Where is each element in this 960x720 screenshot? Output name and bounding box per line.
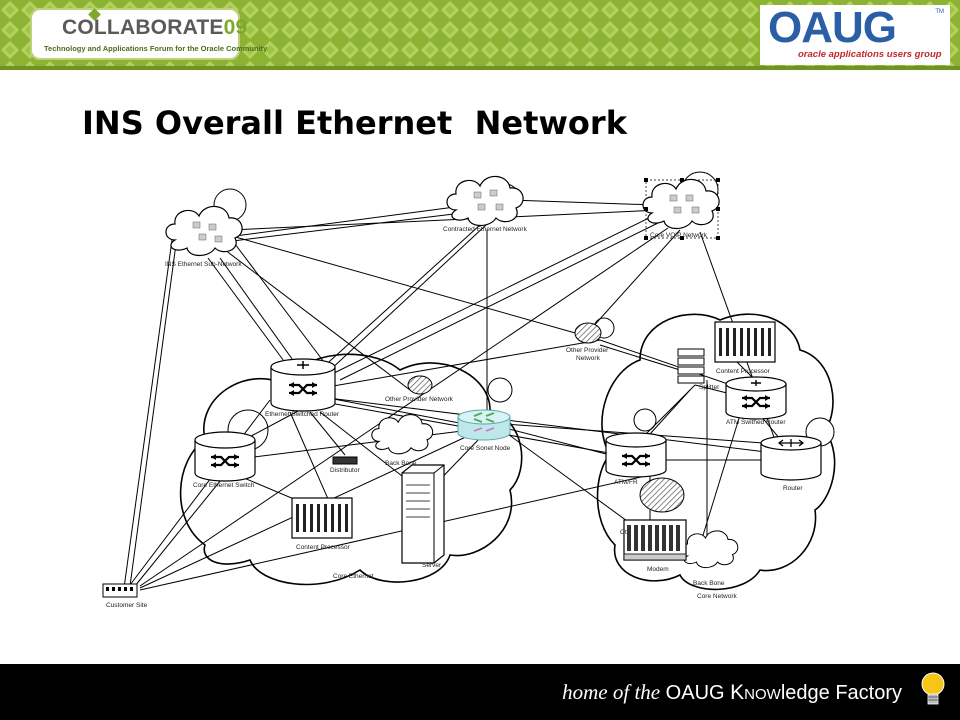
contracted-network-cloud [446, 175, 524, 227]
customer-site-device[interactable] [102, 583, 138, 598]
oaug-logo-tagline: oracle applications users group [798, 49, 942, 60]
atm-fr-switch[interactable] [605, 432, 667, 478]
core-sonet-node-label: Core Sonet Node [460, 445, 511, 452]
splitter-device[interactable] [677, 348, 705, 384]
ethernet-switched-router-label: Ethernet Switched Router [265, 411, 340, 418]
atm-switched-router[interactable] [725, 376, 787, 420]
core-network-label: Core Network [697, 593, 737, 600]
server-label: Server [422, 562, 442, 569]
footer-tagline: home of the OAUG KNOWledge Factory [562, 680, 902, 704]
content-processor-left[interactable] [291, 497, 353, 539]
splitter-label: Splitter [699, 384, 720, 391]
core-ethernet-switch[interactable] [194, 431, 256, 482]
distributor-label: Distributor [330, 467, 360, 474]
oaug-logo: OAUG TM oracle applications users group [760, 3, 950, 65]
collaborate09-logo: COLLABORATE09 Technology and Application… [30, 8, 267, 60]
core-sonet-node[interactable] [457, 409, 511, 441]
distributor-device[interactable] [332, 456, 358, 465]
slide-title: INS Overall Ethernet Network [82, 104, 627, 142]
router-label: Router [783, 485, 803, 492]
contracted-network-label: Contracted Ethernet Network [443, 226, 528, 233]
oaug-logo-name: OAUG [768, 3, 897, 52]
core-ethernet-label: Core Ethernet [333, 573, 374, 580]
slide-header: COLLABORATE09 Technology and Application… [0, 0, 960, 70]
ins-sub-network-cloud [165, 205, 243, 257]
logo-tagline: Technology and Applications Forum for th… [44, 44, 268, 53]
modem-device[interactable] [623, 519, 687, 561]
atm-switched-router-label: ATM Swithed Router [726, 419, 786, 426]
atm-fr-label: ATM/FR [614, 479, 638, 486]
server-device[interactable] [401, 464, 445, 564]
router-device[interactable] [760, 435, 822, 481]
other-provider-left-label: Other Provider Network [385, 396, 454, 403]
back-bone-right-label: Back Bone [693, 580, 725, 587]
logo-name: COLLABORATE09 [62, 16, 248, 39]
content-processor-right-label: Content Processor [716, 368, 771, 375]
other-provider-left-cloud [407, 375, 433, 395]
ot-label-fragment: Ot [620, 529, 627, 536]
customer-site-label: Customer Site [106, 602, 148, 609]
voip-network-label: Core VOIP Network [650, 232, 708, 239]
slide-footer: home of the OAUG KNOWledge Factory [0, 664, 960, 720]
core-ethernet-switch-label: Core Ethernet Switch [193, 482, 255, 489]
hatched-cloud-core [639, 477, 685, 513]
back-bone-left-label: Back Bone [385, 460, 417, 467]
ins-sub-network-label: INS Ethernet Sub-Network [165, 261, 242, 268]
other-provider-right-cloud [574, 322, 602, 344]
ethernet-switched-router[interactable] [270, 358, 336, 412]
voip-network-cloud[interactable] [642, 178, 720, 240]
content-processor-right[interactable] [714, 321, 776, 363]
modem-label: Modem [647, 566, 669, 573]
lightbulb-icon [921, 672, 945, 705]
content-processor-left-label: Content Processor [296, 544, 351, 551]
oaug-trademark: TM [935, 9, 944, 15]
